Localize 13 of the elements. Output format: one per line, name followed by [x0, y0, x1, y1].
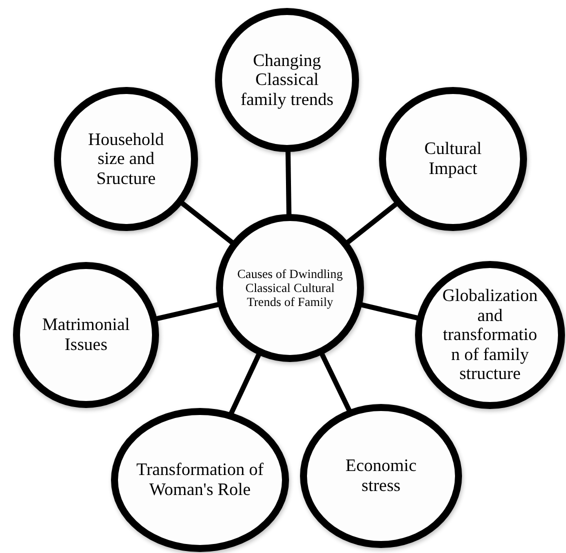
connector-line — [360, 302, 420, 321]
connector-line — [286, 150, 292, 216]
topic-label: Cultural Impact — [423, 139, 483, 179]
topic-label: Matrimonial Issues — [41, 315, 131, 355]
topic-label: Household size and Sructure — [87, 130, 165, 188]
topic-label: Globalization and transformatio n of family structure — [441, 286, 539, 384]
connector-line — [179, 200, 235, 246]
topic-label: Causes of Dwindling Classical Cultural Trends of Family — [236, 267, 344, 309]
connector-line — [344, 201, 399, 246]
topic-label: Economic stress — [344, 456, 418, 496]
topic-label: Changing Classical family trends — [240, 50, 334, 110]
topic-label: Transformation of Woman's Role — [135, 460, 265, 500]
connector-line — [154, 302, 220, 322]
